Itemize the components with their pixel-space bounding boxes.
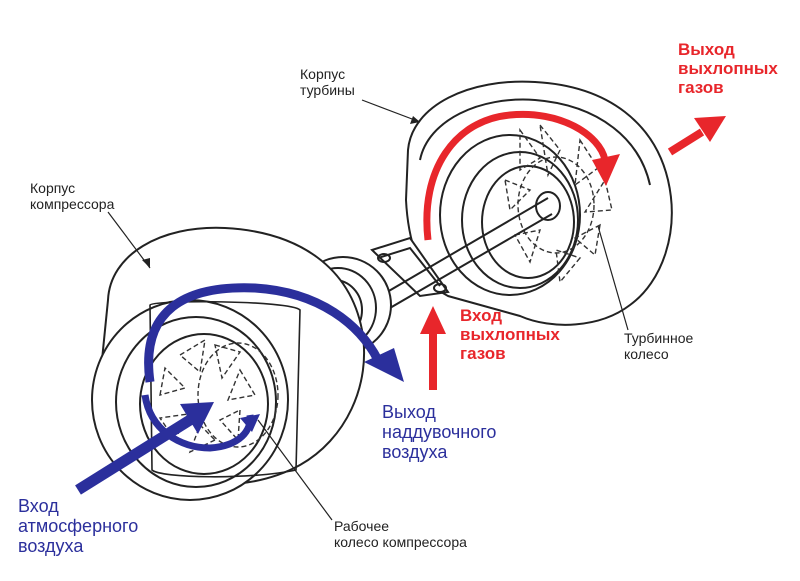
turbine-wheel-label: Турбинное колесо [624, 330, 694, 362]
turbine-wheel [504, 122, 613, 284]
compressor-housing-label: Корпус компрессора [30, 180, 115, 212]
turbine-housing [370, 80, 673, 326]
exhaust-out-arrow [667, 128, 705, 156]
exhaust-flow [420, 110, 726, 390]
compressor-wheel [158, 338, 279, 454]
exhaust-in-label: Вход выхлопных газов [460, 306, 560, 364]
compressor-wheel-label: Рабочее колесо компрессора [334, 518, 467, 550]
leader-arrowhead [410, 116, 420, 124]
leader-lines [107, 99, 629, 521]
turbine-housing-label: Корпус турбины [300, 66, 355, 98]
leader-arrowhead [142, 258, 150, 268]
air-in-label: Вход атмосферного воздуха [18, 496, 139, 557]
air-in-arrow [75, 415, 193, 495]
boost-out-label: Выход наддувочного воздуха [382, 402, 497, 463]
exhaust-out-label: Выход выхлопных газов [678, 40, 778, 98]
air-flow [75, 283, 404, 495]
